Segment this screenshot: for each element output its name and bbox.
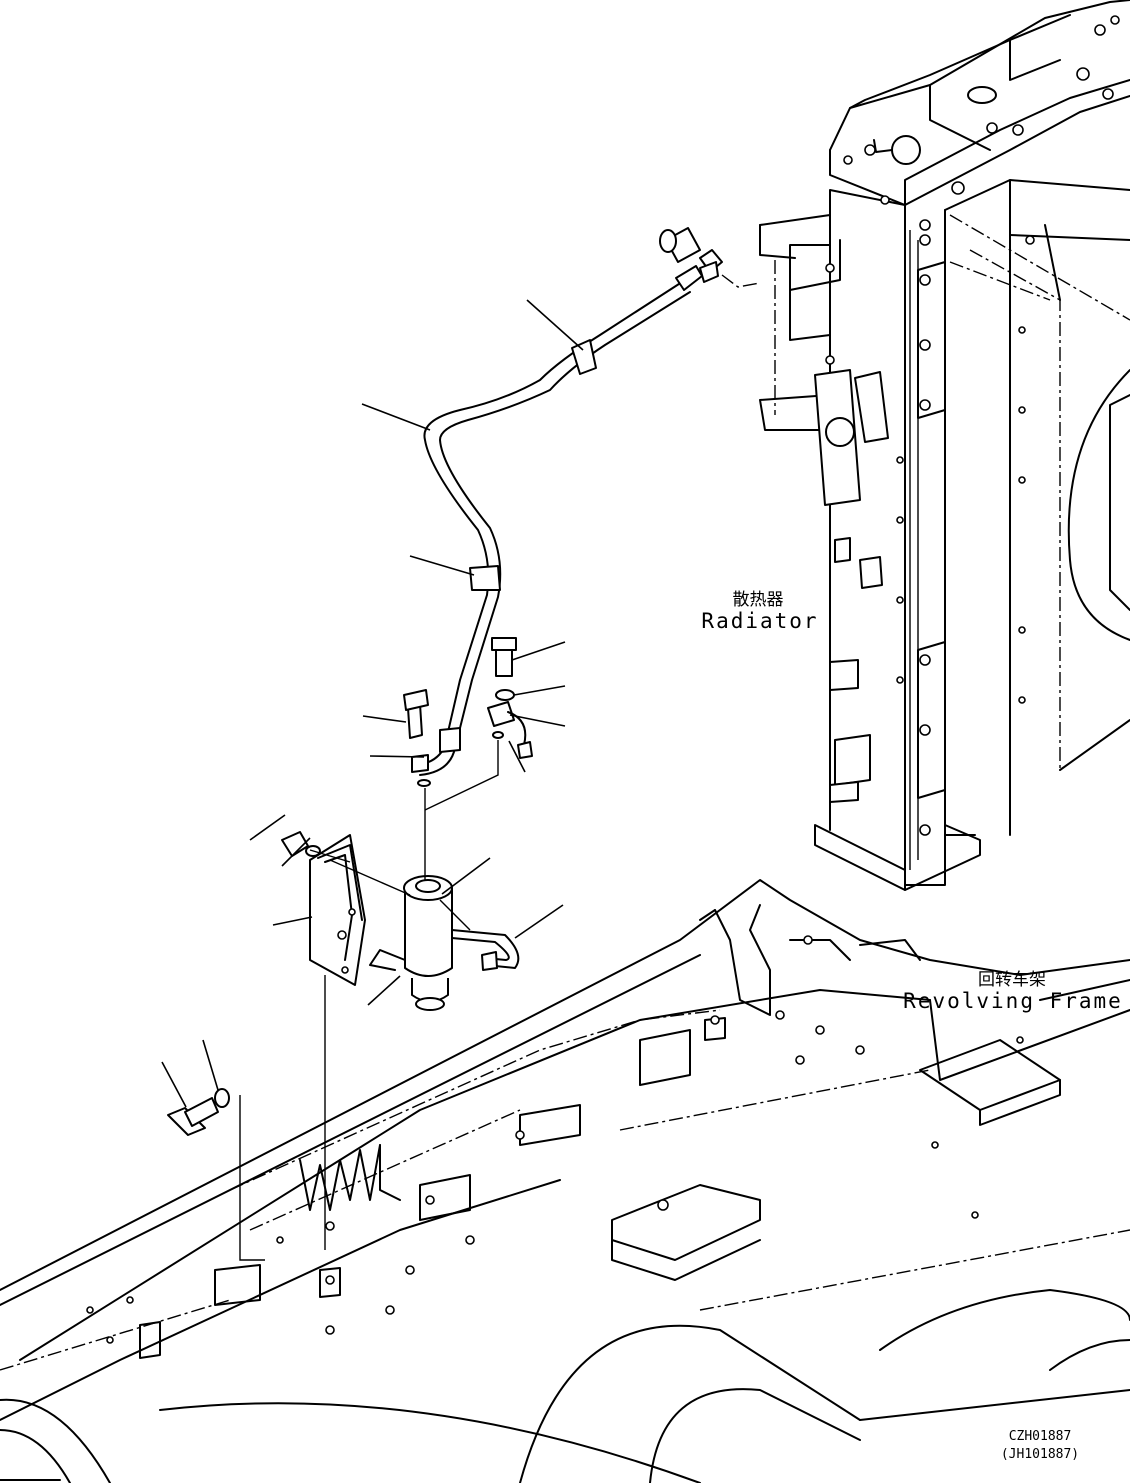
callout-leaders [161, 299, 584, 1108]
radiator-label-cn: 散热器 [733, 590, 784, 610]
revolving-frame-label-en: Revolving Frame [903, 989, 1123, 1013]
drawing-reference: (JH101887) [1001, 1447, 1079, 1462]
revolving-frame-label-cn: 回转车架 [978, 970, 1046, 990]
drawing-code: CZH01887 [1009, 1429, 1072, 1444]
hose-assembly [411, 227, 761, 787]
radiator-label-en: Radiator [701, 609, 818, 633]
sensor-assembly [167, 637, 533, 1261]
revolving-frame [0, 879, 1130, 1483]
radiator-assembly [759, 0, 1130, 891]
radiator-label: 散热器 Radiator [701, 590, 818, 633]
revolving-frame-label: 回转车架 Revolving Frame [903, 970, 1123, 1013]
